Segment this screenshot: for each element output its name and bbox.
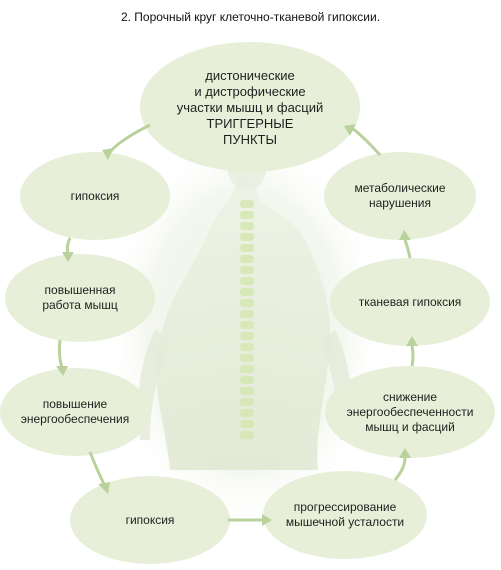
- vertebra: [240, 365, 254, 373]
- vertebra: [240, 299, 254, 307]
- node-hypoxia-bottom: гипоксия: [80, 500, 220, 540]
- diagram-title: 2. Порочный круг клеточно-тканевой гипок…: [120, 10, 381, 24]
- ellipse-metabolic: [324, 152, 476, 240]
- node-reduced-energy: снижение энергообеспеченности мышц и фас…: [330, 384, 490, 440]
- ellipse-increased-energy: [0, 368, 150, 456]
- vertebra: [240, 343, 254, 351]
- node-tissue-hypoxia-label: тканевая гипоксия: [358, 294, 462, 309]
- arrowhead-metabolic: [399, 230, 411, 240]
- vertebra: [240, 233, 254, 241]
- vertebra: [240, 431, 254, 439]
- ellipse-hypoxia-left: [20, 152, 170, 240]
- arrowhead-work: [62, 252, 74, 262]
- arrowhead-top: [344, 124, 356, 136]
- ellipse-reduced-energy: [325, 366, 495, 458]
- node-tissue-hypoxia: тканевая гипоксия: [335, 282, 485, 322]
- vertebra: [240, 409, 254, 417]
- ellipse-tissue-hypoxia: [330, 258, 490, 346]
- vertebra: [240, 420, 254, 428]
- vertebra: [240, 266, 254, 274]
- node-increased-energy: повышение энергообеспечения: [5, 392, 145, 432]
- vertebra: [240, 255, 254, 263]
- node-hypoxia-left-label: гипоксия: [70, 188, 120, 203]
- node-progressive-fatigue: прогрессирование мышечной усталости: [270, 495, 420, 535]
- arrow-work-to-energy: [57, 339, 64, 369]
- arrow-reduced-to-tissue: [410, 345, 415, 367]
- vertebra: [240, 244, 254, 252]
- ellipse-hypoxia-bottom: [70, 476, 230, 564]
- arrowhead-fatigue: [262, 514, 272, 526]
- ellipse-increased-work: [5, 254, 155, 342]
- arrow-top-to-hypoxia: [108, 123, 151, 153]
- node-hypoxia-bottom-label: гипоксия: [125, 512, 175, 527]
- vertebra: [240, 222, 254, 230]
- vertebra: [240, 310, 254, 318]
- arrowhead-reduced: [399, 448, 411, 458]
- node-trigger-points-label: ТРИГГЕРНЫЕ ПУНКТЫ: [206, 116, 294, 147]
- arrow-fatigue-to-reduced: [393, 457, 407, 481]
- node-metabolic-label: метаболические нарушения: [354, 181, 446, 210]
- vertebra: [240, 211, 254, 219]
- vertebra: [240, 277, 254, 285]
- arrowhead-energy: [56, 366, 68, 376]
- arrow-hypoxia-to-work: [65, 237, 72, 255]
- vertebra: [240, 398, 254, 406]
- spine: [240, 200, 254, 439]
- arrowhead-hypoxia-bottom: [98, 482, 110, 494]
- node-progressive-fatigue-label: прогрессирование мышечной усталости: [285, 500, 405, 529]
- node-increased-work: повышенная работа мышц: [10, 278, 150, 318]
- vertebra: [240, 332, 254, 340]
- arrowheads: [56, 124, 418, 526]
- node-trigger-points: дистонические и дистрофические участки м…: [150, 48, 350, 168]
- arrowhead-hypoxia-left: [102, 148, 114, 160]
- arrow-metabolic-to-top: [351, 126, 382, 156]
- ellipses: [0, 42, 495, 564]
- node-increased-work-label: повышенная работа мышц: [42, 283, 118, 312]
- vertebra: [240, 288, 254, 296]
- ellipse-progressive-fatigue: [263, 471, 427, 559]
- vertebra: [240, 354, 254, 362]
- node-increased-energy-label: повышение энергообеспечения: [20, 397, 130, 426]
- arrows: [57, 123, 415, 522]
- node-trigger-points-description: дистонические и дистрофические участки м…: [176, 68, 324, 115]
- node-metabolic: метаболические нарушения: [330, 176, 470, 216]
- arrow-tissue-to-metabolic: [403, 239, 412, 259]
- vertebra: [240, 200, 254, 208]
- vertebra: [240, 376, 254, 384]
- arrowhead-tissue: [406, 336, 418, 346]
- ellipse-top: [140, 42, 360, 172]
- node-hypoxia-left: гипоксия: [25, 176, 165, 216]
- arrow-energy-to-hypoxia: [88, 451, 106, 485]
- vertebra: [240, 387, 254, 395]
- node-reduced-energy-label: снижение энергообеспеченности мышц и фас…: [346, 389, 474, 434]
- vertebra: [240, 321, 254, 329]
